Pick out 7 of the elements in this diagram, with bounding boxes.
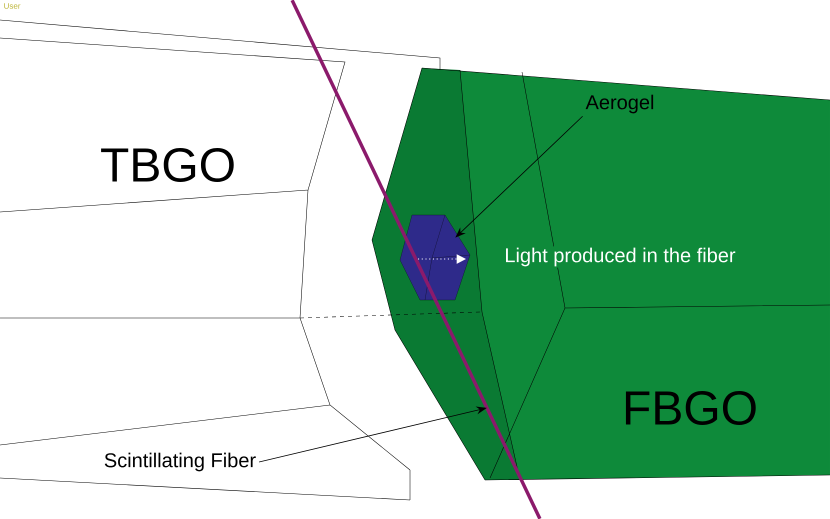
part-label: TBGO xyxy=(101,148,234,182)
callout-label: Aerogel xyxy=(586,94,654,114)
callout-label: Scintillating Fiber xyxy=(104,452,256,472)
annotation-text: Light produced in the fiber xyxy=(503,246,737,268)
aerogel-block xyxy=(400,214,470,300)
part-label: FBGO xyxy=(626,391,756,425)
viewport-label: User xyxy=(4,3,20,9)
